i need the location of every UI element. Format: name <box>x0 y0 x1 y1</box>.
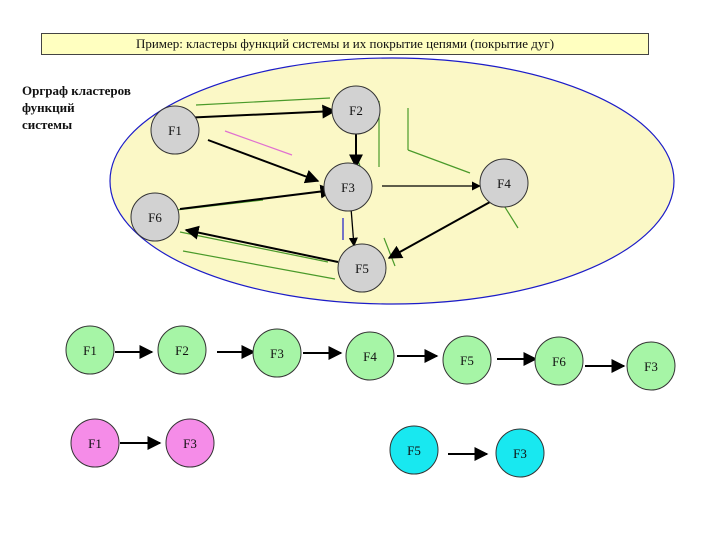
coverage-line-green <box>195 97 331 106</box>
node-f4-label: F4 <box>497 176 511 191</box>
node-f6: F6 <box>130 192 180 242</box>
chain-1-node: F2 <box>157 325 207 375</box>
edge-f4-f5 <box>387 201 491 259</box>
title-box: Пример: кластеры функций системы и их по… <box>41 33 649 55</box>
coverage-line-green <box>179 231 329 263</box>
node-f3: F3 <box>323 162 373 212</box>
node-f6-label: F6 <box>148 210 162 225</box>
chain-2-node-label: F3 <box>183 436 197 451</box>
chain-2-node-label: F1 <box>88 436 102 451</box>
chain-1-node: F5 <box>442 335 492 385</box>
coverage-line-pink <box>224 130 293 156</box>
edge-f1-f3 <box>207 139 320 184</box>
edge-f6-f3 <box>179 184 335 210</box>
node-f2-label: F2 <box>349 103 363 118</box>
edge-f5-f6 <box>184 225 339 263</box>
chain-1-node-label: F5 <box>460 353 474 368</box>
chain-1-arrows <box>115 345 626 373</box>
edge-f1-f2 <box>181 104 337 119</box>
digraph-label-line-3: системы <box>22 117 73 132</box>
node-f6-circle <box>130 192 180 242</box>
digraph-label: Орграф кластеров функций системы <box>22 82 162 133</box>
node-f1-circle <box>150 105 200 155</box>
chain-1-node-label: F6 <box>552 354 566 369</box>
node-f3-circle <box>323 162 373 212</box>
chain-1-node-label: F4 <box>363 349 377 364</box>
edge-f3-f5 <box>348 207 358 247</box>
node-f4-circle <box>479 158 529 208</box>
coverage-line-green <box>182 250 336 280</box>
chain-2-node: F1 <box>70 418 120 468</box>
chain-1-node-label: F1 <box>83 343 97 358</box>
chain-1-node-label: F3 <box>270 346 284 361</box>
coverage-line-green <box>407 149 471 174</box>
node-f1-label: F1 <box>168 123 182 138</box>
node-f2-circle <box>331 85 381 135</box>
digraph-label-line-1: Орграф кластеров <box>22 83 131 98</box>
node-f5: F5 <box>337 243 387 293</box>
node-f5-label: F5 <box>355 261 369 276</box>
chain-3-node-label: F5 <box>407 443 421 458</box>
node-f5-circle <box>337 243 387 293</box>
chain-1-node: F3 <box>626 341 676 391</box>
chain-1-node: F1 <box>65 325 115 375</box>
chain-1-node: F3 <box>252 328 302 378</box>
chain-3-node-label: F3 <box>513 446 527 461</box>
node-f2: F2 <box>331 85 381 135</box>
digraph-edges <box>179 104 491 263</box>
title-text: Пример: кластеры функций системы и их по… <box>135 36 555 51</box>
chain-1-node: F6 <box>534 336 584 386</box>
digraph-label-line-2: функций <box>22 100 75 115</box>
chain-3-node: F3 <box>495 428 545 478</box>
chain-1-node: F4 <box>345 331 395 381</box>
chain-2-node: F3 <box>165 418 215 468</box>
node-f1: F1 <box>150 105 200 155</box>
chain-1-node-label: F2 <box>175 343 189 358</box>
node-f4: F4 <box>479 158 529 208</box>
cluster-ellipse <box>109 57 675 305</box>
chain-1-node-label: F3 <box>644 359 658 374</box>
chain-3-node: F5 <box>389 425 439 475</box>
node-f3-label: F3 <box>341 180 355 195</box>
